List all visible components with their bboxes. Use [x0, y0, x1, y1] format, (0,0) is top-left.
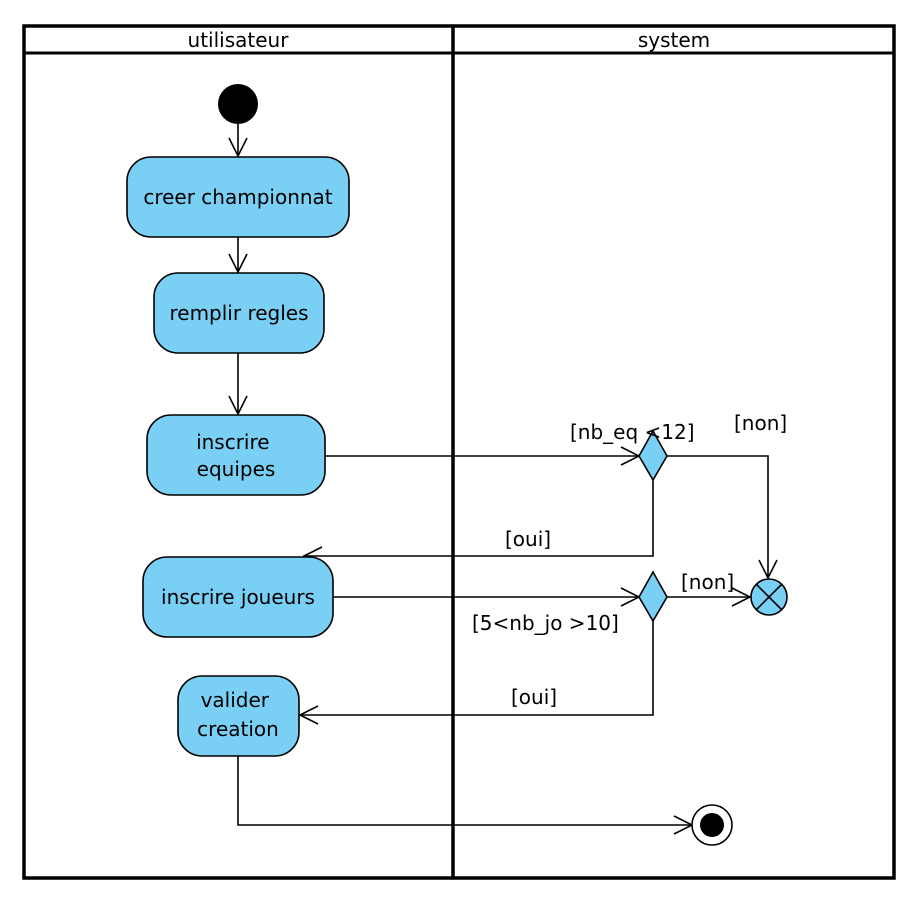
action-equipes-label-line1: inscrire — [196, 430, 270, 454]
svg-text:inscrire equipes: inscrire equipes — [196, 430, 276, 481]
svg-text:inscrire joueurs: inscrire joueurs — [161, 585, 315, 609]
flow-final-node[interactable] — [750, 578, 788, 616]
action-valider-creation[interactable]: valider creation — [177, 675, 300, 757]
flow-decision1-oui — [302, 480, 654, 566]
action-equipes-label-line2: equipes — [197, 457, 276, 481]
action-remplir-regles[interactable]: remplir regles — [153, 272, 325, 354]
guard-oui-equipes: [oui] — [505, 527, 551, 551]
flow-decision1-non — [667, 455, 778, 580]
guard-oui-joueurs: [oui] — [511, 685, 557, 709]
guard-non-joueurs: [non] — [681, 570, 734, 594]
action-creer-label: creer championnat — [143, 185, 332, 209]
flow-decision2-oui — [298, 621, 654, 725]
action-creer-championnat[interactable]: creer championnat — [126, 156, 350, 238]
svg-text:remplir regles: remplir regles — [169, 301, 308, 325]
initial-node[interactable] — [218, 84, 258, 124]
decision-node-equipes[interactable] — [638, 429, 668, 482]
flow-valider-to-final — [237, 756, 694, 835]
svg-text:valider creation: valider creation — [197, 688, 279, 741]
action-valider-label-line1: valider — [201, 688, 270, 712]
action-inscrire-joueurs[interactable]: inscrire joueurs — [142, 556, 334, 638]
guard-nb-eq: [nb_eq <12] — [570, 420, 695, 444]
action-joueurs-label: inscrire joueurs — [161, 585, 315, 609]
action-valider-label-line2: creation — [197, 717, 279, 741]
swimlane-frame — [22, 24, 896, 880]
decision-node-joueurs[interactable] — [638, 570, 668, 623]
action-inscrire-equipes[interactable]: inscrire equipes — [146, 414, 326, 496]
lane-title-utilisateur: utilisateur — [188, 28, 290, 52]
guard-nb-jo: [5<nb_jo >10] — [472, 611, 619, 635]
lane-title-system: system — [638, 28, 710, 52]
svg-text:creer championnat: creer championnat — [143, 185, 332, 209]
action-regles-label: remplir regles — [169, 301, 308, 325]
activity-final-node[interactable] — [691, 804, 733, 846]
guard-non-equipes: [non] — [734, 411, 787, 435]
